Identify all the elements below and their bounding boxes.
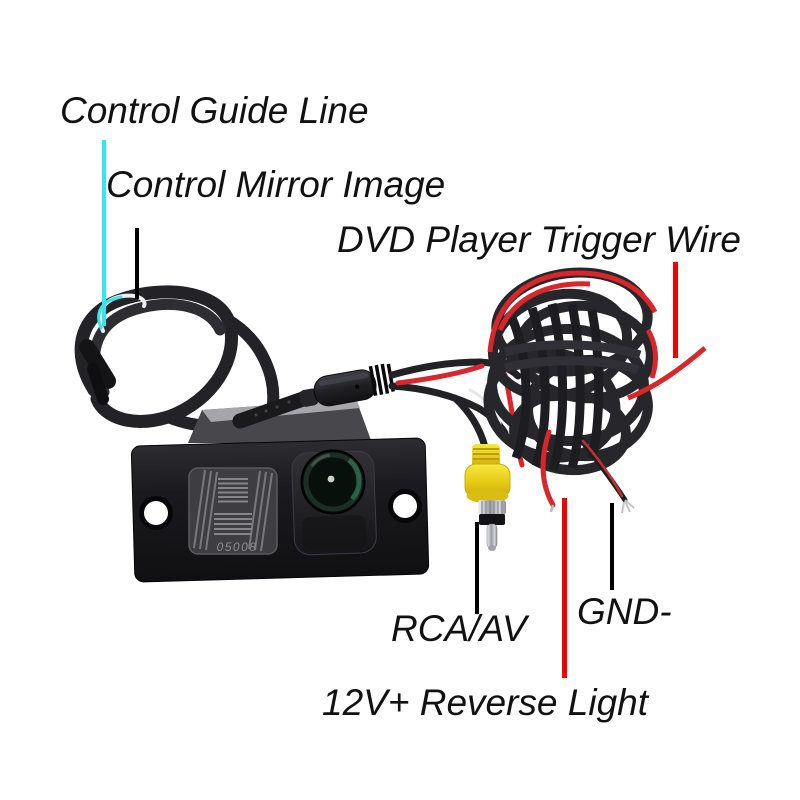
mount-plate [130,437,430,583]
pointer-reverse-light [562,498,567,678]
trigger-wire-red-coil [487,270,707,401]
guide-control-wire [97,295,123,330]
label-rca-av: RCA/AV [391,608,527,649]
rca-lead-wire [451,394,489,451]
camera-mount-bracket: 05008 [130,399,430,583]
license-light-window: 05008 [188,467,278,555]
camera-lens [300,449,366,515]
rca-connector [464,444,511,551]
rca-pin [486,523,498,549]
camera-cable-loop [74,285,280,433]
label-reverse-light: 12V+ Reverse Light [322,682,649,723]
cable-end-stub [79,339,116,389]
pointer-control-guide-line [102,140,106,326]
pointer-rca-av [475,522,479,614]
stripped-tip [621,499,635,514]
strain-relief-boot [232,391,311,429]
screw-hole-left [144,501,168,525]
rca-barrel [478,500,506,515]
cable-coil [483,267,707,476]
trigger-wire-tail [627,346,707,401]
pointer-gnd [610,503,614,590]
mirror-control-wire [98,293,147,333]
label-control-mirror-image: Control Mirror Image [106,164,446,205]
label-gnd: GND- [577,591,672,632]
ground-wire [575,433,635,514]
pointer-dvd-trigger-wire [673,262,678,358]
label-control-guide-line: Control Guide Line [60,90,369,131]
trigger-wire-red [395,363,485,386]
lens-reflection [327,475,335,483]
reverse-light-wire [540,429,556,513]
pointer-control-mirror-image [135,228,139,299]
screw-hole-right [393,494,417,518]
label-dvd-trigger-wire: DVD Player Trigger Wire [337,219,742,260]
stripped-tip [549,504,555,513]
cable-end-stub [87,363,109,405]
etched-code: 05008 [217,540,258,554]
